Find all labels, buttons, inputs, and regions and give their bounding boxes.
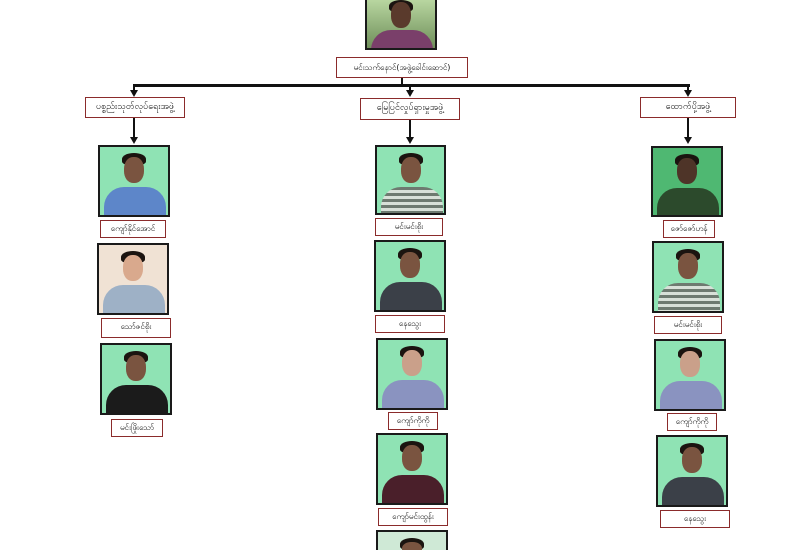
connector [133, 118, 135, 138]
connector [409, 120, 411, 138]
member-name: ကျော်ကိုကို [388, 412, 438, 430]
member-name: သော်ဇင်စိုး [101, 318, 171, 338]
leader-label: မင်းသက်နောင်(အဖွဲ့ခေါင်းဆောင်) [336, 57, 468, 78]
member-name: ကျော်ကိုကို [667, 413, 717, 431]
arrow-down-icon [406, 90, 414, 97]
member-name: ကျော်နိုင်အောင် [100, 220, 166, 238]
group-title-production: ပစ္စည်းသုတ်လုပ်ရေးအဖွဲ့ [85, 97, 185, 118]
member-photo [98, 145, 170, 217]
member-photo [97, 243, 169, 315]
member-photo [651, 146, 723, 217]
group-title-ground-operations: မြေပြင်လှုပ်ရှားမှုအဖွဲ့ [360, 98, 460, 120]
member-photo [652, 241, 724, 313]
leader-photo [365, 0, 437, 50]
connector [409, 86, 411, 91]
arrow-down-icon [130, 137, 138, 144]
member-name: မင်းဖြိုးသော် [111, 419, 163, 437]
member-name: ဇော်ဇော်ဟန် [663, 220, 715, 238]
member-photo [656, 435, 728, 507]
member-name: မင်းမင်းစိုး [654, 316, 722, 334]
member-name: ကျော်မင်းထွန်း [378, 508, 448, 526]
member-photo [654, 339, 726, 411]
member-name: နေသွေး [375, 315, 445, 333]
arrow-down-icon [130, 90, 138, 97]
connector [687, 118, 689, 138]
member-photo [376, 530, 448, 550]
arrow-down-icon [684, 90, 692, 97]
connector [401, 78, 403, 86]
connector [133, 84, 690, 87]
connector [687, 86, 689, 91]
member-name: မင်းမင်းစိုး [375, 218, 443, 236]
connector [133, 86, 135, 91]
arrow-down-icon [684, 137, 692, 144]
member-photo [375, 145, 446, 215]
group-title-logistics: ထောက်ပို့အဖွဲ့ [640, 97, 736, 118]
member-photo [100, 343, 172, 415]
arrow-down-icon [406, 137, 414, 144]
member-name: နေသွေး [660, 510, 730, 528]
member-photo [376, 433, 448, 505]
member-photo [376, 338, 448, 410]
member-photo [374, 240, 446, 312]
